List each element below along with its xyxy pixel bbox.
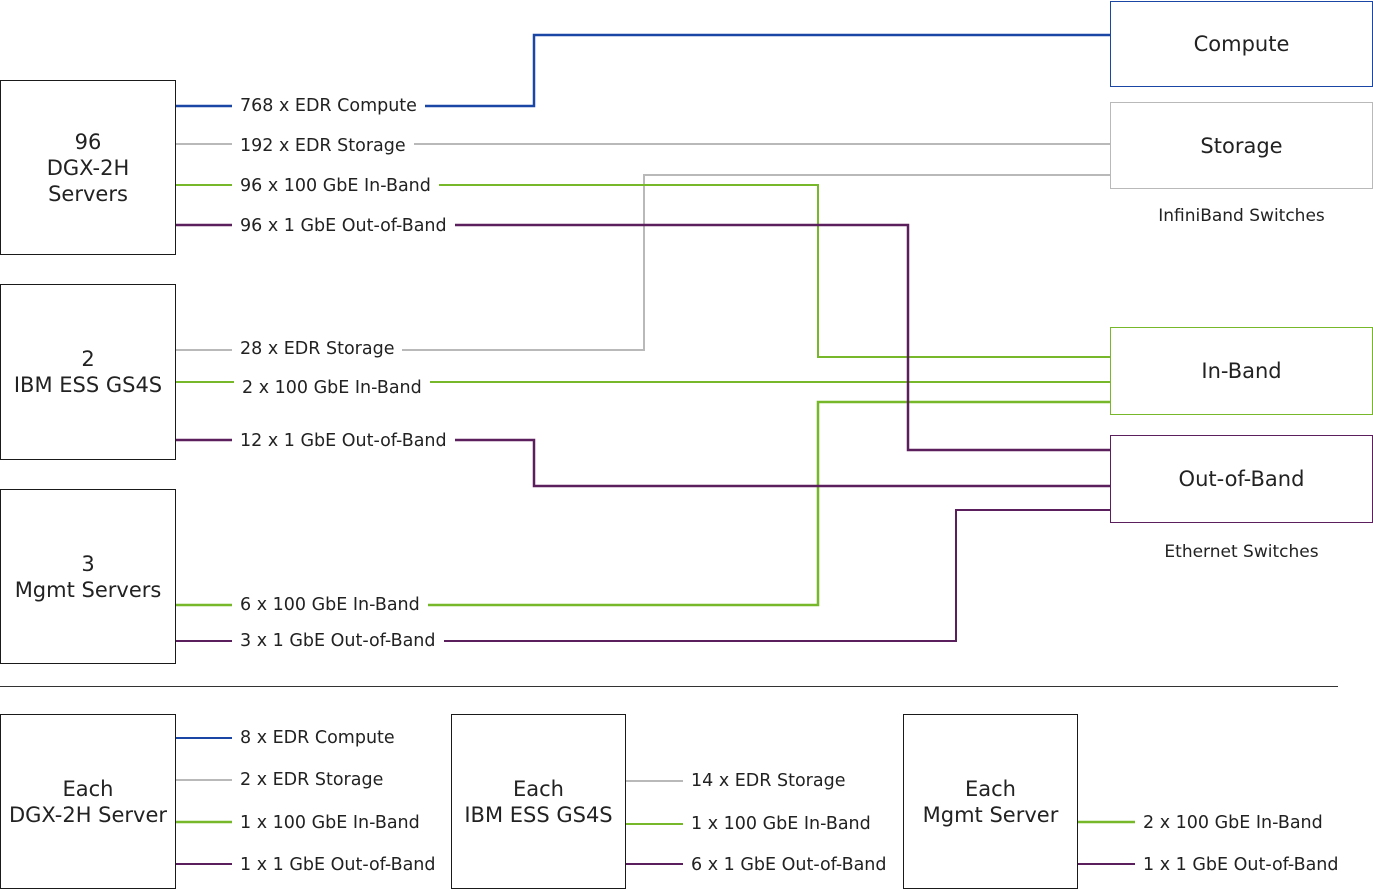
wire-ibm-storage	[176, 174, 1110, 351]
storage-switch: Storage	[1110, 102, 1373, 189]
inband-switch: In-Band	[1110, 327, 1373, 415]
each-ibm-oob-label: 6 x 1 GbE Out-of-Band	[683, 854, 895, 876]
ethernet-caption: Ethernet Switches	[1164, 542, 1319, 562]
label-ibm-oob: 12 x 1 GbE Out-of-Band	[232, 430, 455, 452]
each-mgmt-node: Each Mgmt Server	[903, 714, 1078, 889]
wire-dgx-inband	[176, 184, 1110, 358]
each-dgx-node: Each DGX-2H Server	[0, 714, 176, 889]
mgmt-model: Mgmt Servers	[14, 577, 162, 602]
label-dgx-oob: 96 x 1 GbE Out-of-Band	[232, 215, 455, 237]
each-ibm-line1: Each	[513, 776, 564, 801]
dgx-count: 96	[74, 129, 102, 154]
mgmt-count: 3	[81, 551, 95, 576]
label-ibm-inband: 2 x 100 GbE In-Band	[234, 377, 430, 399]
outofband-switch: Out-of-Band	[1110, 435, 1373, 523]
each-dgx-oob-label: 1 x 1 GbE Out-of-Band	[232, 854, 444, 876]
dgx-servers-node: 96 DGX-2H Servers	[0, 80, 176, 255]
each-dgx-compute-label: 8 x EDR Compute	[232, 727, 403, 749]
ibm-model: IBM ESS GS4S	[13, 373, 163, 397]
each-dgx-inband-label: 1 x 100 GbE In-Band	[232, 812, 428, 834]
infiniband-caption: InfiniBand Switches	[1158, 206, 1325, 226]
each-mgmt-line2: Mgmt Server	[922, 802, 1059, 827]
each-ibm-inband-label: 1 x 100 GbE In-Band	[683, 813, 879, 835]
label-dgx-compute: 768 x EDR Compute	[232, 95, 425, 117]
compute-switch: Compute	[1110, 1, 1373, 87]
each-mgmt-oob-label: 1 x 1 GbE Out-of-Band	[1135, 854, 1347, 876]
each-dgx-storage-label: 2 x EDR Storage	[232, 769, 392, 791]
each-mgmt-line1: Each	[965, 776, 1016, 801]
wire-mgmt-inband	[176, 400, 1110, 607]
dgx-model: DGX-2H	[46, 155, 130, 180]
each-ibm-storage-label: 14 x EDR Storage	[683, 770, 854, 792]
wire-dgx-oob	[176, 223, 1110, 452]
mgmt-servers-node: 3 Mgmt Servers	[0, 489, 176, 664]
ibm-count: 2	[81, 347, 95, 371]
label-mgmt-inband: 6 x 100 GbE In-Band	[232, 594, 428, 616]
dgx-kind: Servers	[48, 181, 128, 206]
each-dgx-line2: DGX-2H Server	[8, 802, 168, 827]
label-dgx-inband: 96 x 100 GbE In-Band	[232, 175, 439, 197]
section-divider	[0, 686, 1338, 687]
label-ibm-storage: 28 x EDR Storage	[232, 338, 403, 360]
wire-mgmt-oob	[176, 509, 1110, 642]
label-dgx-storage: 192 x EDR Storage	[232, 135, 414, 157]
ibm-ess-node: 2 IBM ESS GS4S	[0, 284, 176, 460]
each-ibm-line2: IBM ESS GS4S	[464, 802, 613, 827]
each-ibm-node: Each IBM ESS GS4S	[451, 714, 626, 889]
each-dgx-line1: Each	[62, 776, 114, 801]
label-mgmt-oob: 3 x 1 GbE Out-of-Band	[232, 630, 444, 652]
each-mgmt-inband-label: 2 x 100 GbE In-Band	[1135, 812, 1331, 834]
